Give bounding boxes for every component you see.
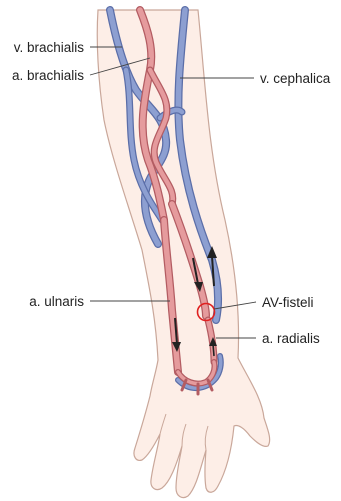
label-a-radialis: a. radialis: [262, 331, 320, 346]
label-a-brachialis: a. brachialis: [12, 68, 84, 83]
label-v-cephalica: v. cephalica: [260, 71, 331, 86]
label-v-brachialis: v. brachialis: [14, 40, 85, 55]
label-a-ulnaris: a. ulnaris: [29, 294, 84, 309]
label-av-fisteli: AV-fisteli: [262, 295, 314, 310]
arm-silhouette: [97, 10, 269, 498]
